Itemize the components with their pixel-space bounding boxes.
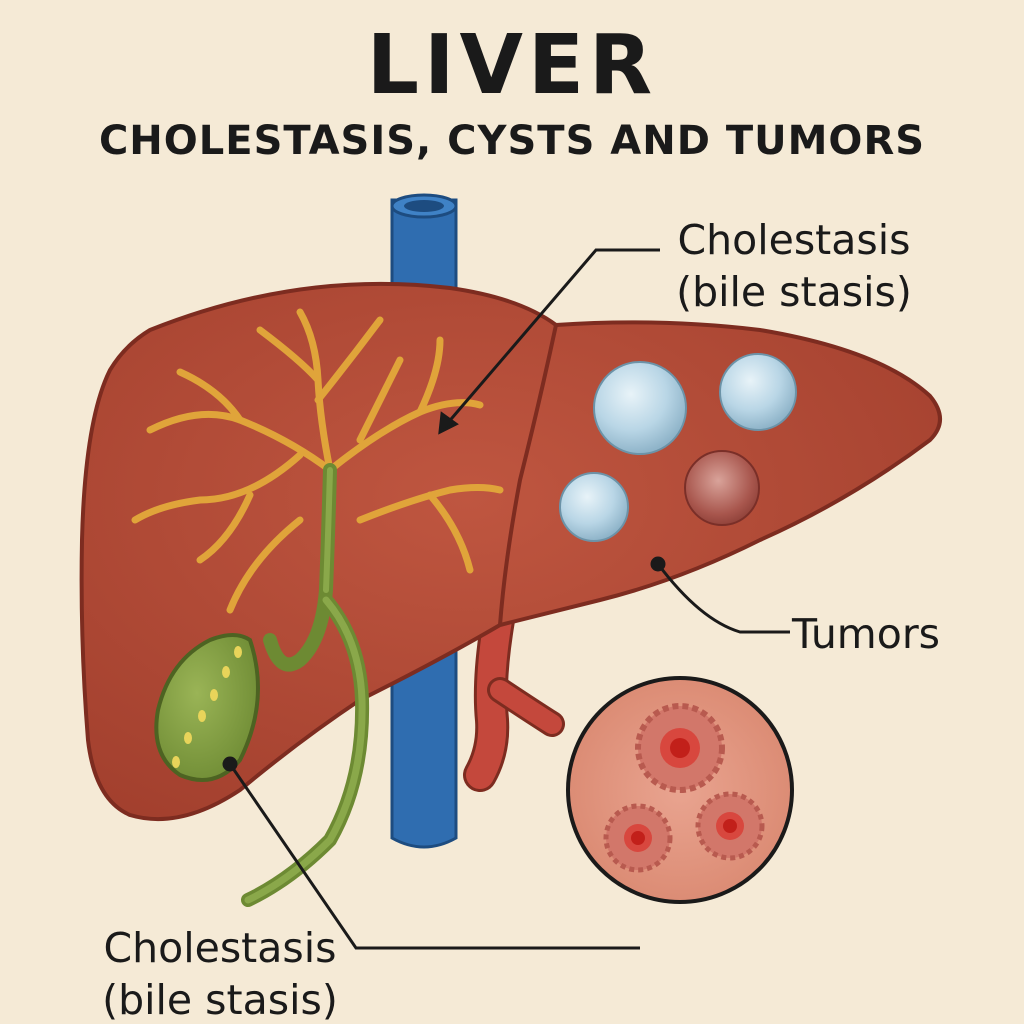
cysts	[559, 353, 797, 542]
cyst	[719, 353, 797, 431]
cyst	[559, 472, 629, 542]
tumor-inset	[566, 676, 794, 904]
label-cholestasis-top-line1: Cholestasis	[677, 216, 911, 264]
gallbladder	[154, 633, 260, 782]
tumor-cell	[635, 703, 725, 793]
page-title: LIVER	[366, 18, 658, 113]
tumor-nodule	[684, 450, 760, 526]
label-cholestasis-bottom: Cholestasis (bile stasis)	[78, 922, 362, 1024]
common-bile-duct	[241, 463, 370, 907]
hepatic-artery	[463, 603, 565, 792]
liver	[79, 281, 942, 822]
label-cholestasis-bottom-line1: Cholestasis	[103, 924, 337, 972]
tumor-cell	[695, 791, 765, 861]
leader-tumors	[656, 563, 790, 634]
leader-cholestasis-bottom	[228, 763, 640, 950]
tumor-cell	[603, 803, 673, 873]
leader-cholestasis-top	[438, 248, 660, 433]
gallstones	[172, 646, 242, 768]
page-subtitle: CHOLESTASIS, CYSTS AND TUMORS	[98, 118, 926, 164]
leader-lines	[222, 248, 790, 950]
cyst	[593, 361, 687, 455]
bile-ducts	[131, 308, 504, 614]
label-cholestasis-top-line2: (bile stasis)	[676, 268, 912, 316]
label-tumors: Tumors	[792, 610, 941, 658]
label-cholestasis-top: Cholestasis (bile stasis)	[652, 214, 936, 318]
label-cholestasis-bottom-line2: (bile stasis)	[102, 976, 338, 1024]
